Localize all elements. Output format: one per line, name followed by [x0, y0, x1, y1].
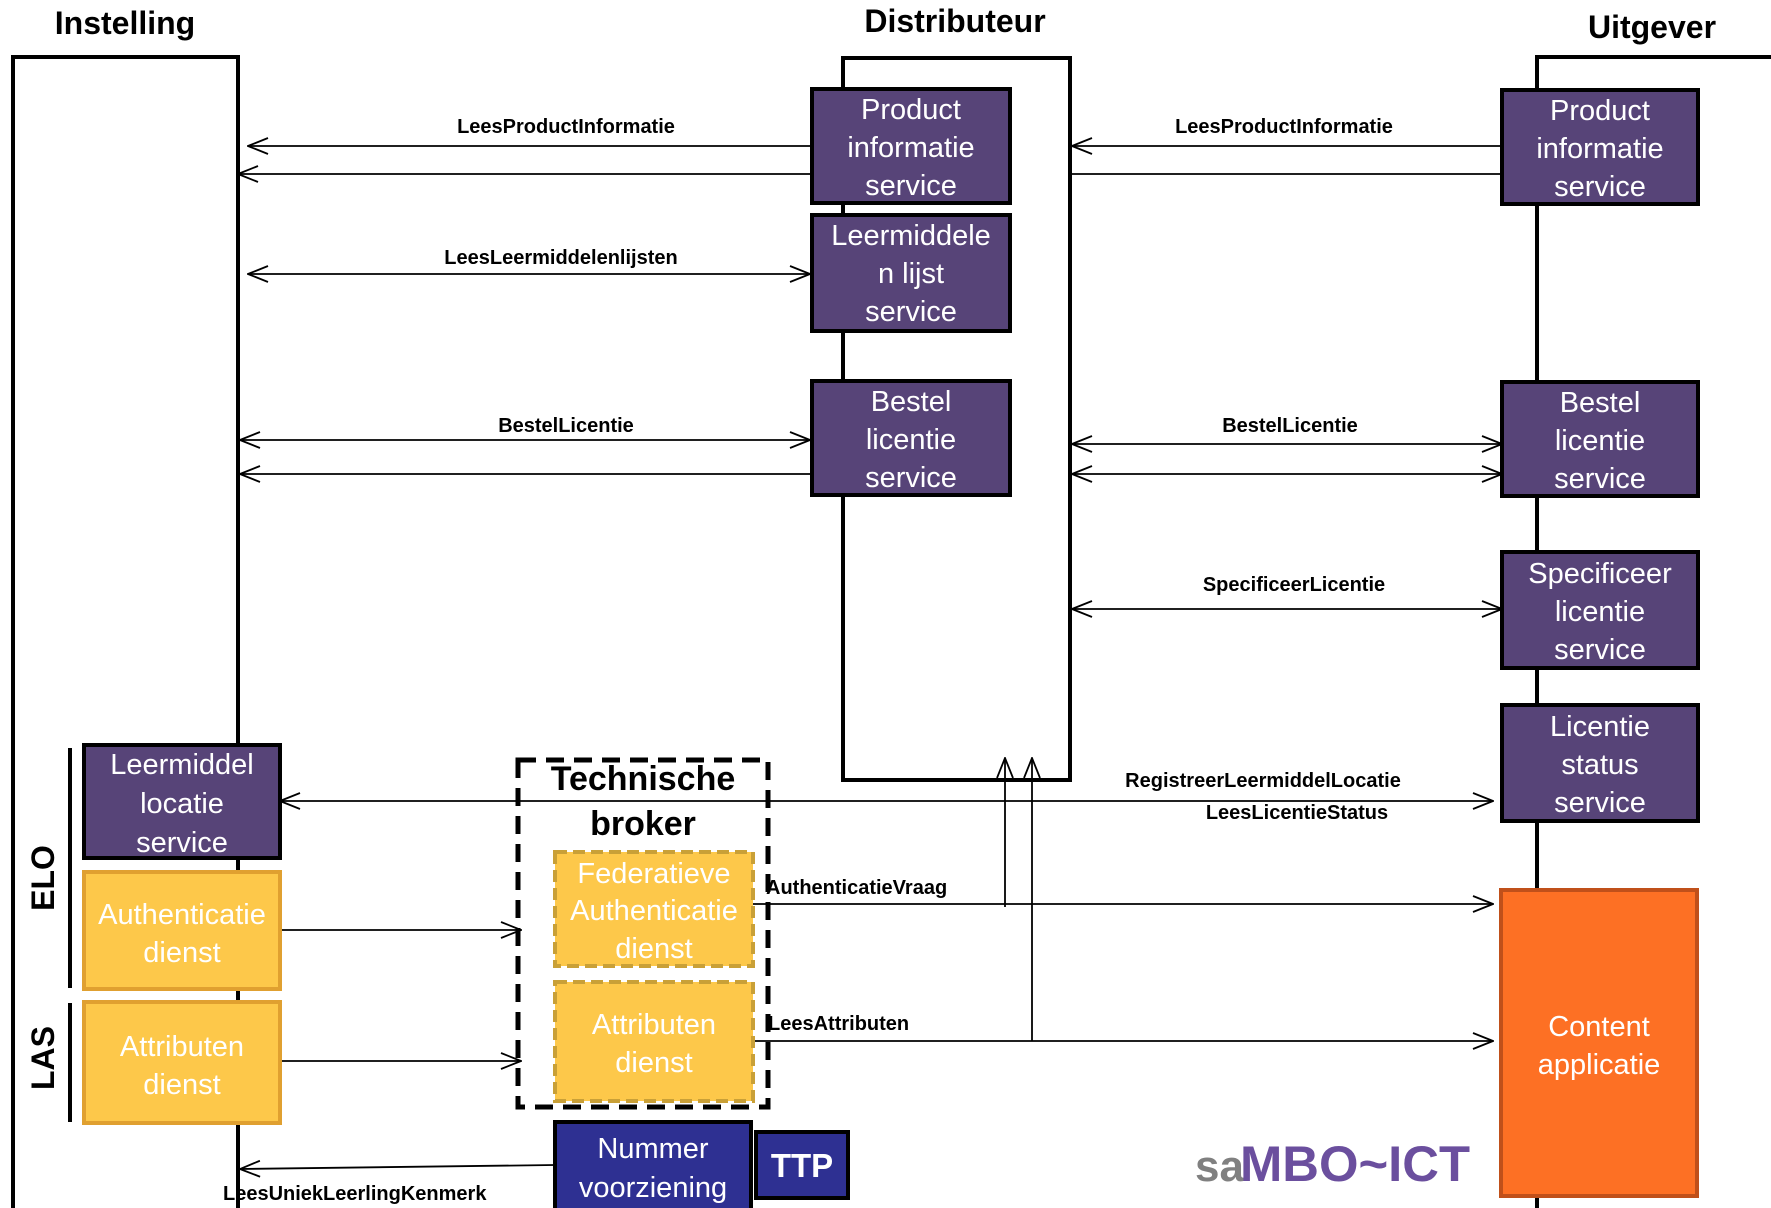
logo-prefix: sa — [1195, 1142, 1244, 1191]
box-text: informatie — [1536, 133, 1663, 165]
label-bestel-left: BestelLicentie — [498, 415, 634, 437]
box-text: dienst — [615, 933, 692, 965]
box-text: voorziening — [579, 1172, 727, 1204]
instelling-frame — [11, 55, 240, 1208]
uitg-bestel-licentie-service — [1500, 380, 1700, 498]
label-lees-product-left: LeesProductInformatie — [457, 116, 675, 138]
dist-leermiddelen-lijst-service — [810, 213, 1012, 333]
box-text: service — [136, 827, 228, 859]
box-text: service — [1554, 787, 1646, 819]
box-text: applicatie — [1538, 1049, 1661, 1081]
box-text: dienst — [143, 937, 220, 969]
box-text: licentie — [866, 424, 956, 456]
uitg-content-applicatie — [1499, 888, 1699, 1198]
box-text: dienst — [615, 1047, 692, 1079]
broker-attributen-dienst — [553, 980, 755, 1103]
technische-broker-title: Technische broker — [551, 760, 736, 843]
label-lees-product-right: LeesProductInformatie — [1175, 116, 1393, 138]
uitg-specificeer-licentie-service — [1500, 550, 1700, 670]
box-text: Attributen — [120, 1031, 244, 1063]
box-text: Specificeer — [1528, 558, 1672, 590]
inst-authenticatie-dienst — [82, 870, 282, 991]
arrow-lees-uniek — [240, 1165, 556, 1169]
box-text: informatie — [847, 132, 974, 164]
box-text: Licentie — [1550, 711, 1650, 743]
sambo-ict-logo: sa MBO~ICT — [1195, 1136, 1470, 1192]
ttp-box — [754, 1130, 850, 1200]
broker-federatieve-authenticatie-dienst — [553, 850, 755, 968]
label-lees-leermiddelenlijsten: LeesLeermiddelenlijsten — [444, 247, 677, 269]
inst-leermiddel-locatie-service — [82, 743, 282, 860]
box-text: licentie — [1555, 596, 1645, 628]
box-text: Leermiddel — [110, 749, 253, 781]
box-text: service — [865, 170, 957, 202]
box-text: dienst — [143, 1069, 220, 1101]
header-uitgever: Uitgever — [1588, 9, 1716, 45]
label-lees-uniek: LeesUniekLeerlingKenmerk — [223, 1183, 487, 1205]
box-text: Leermiddele — [831, 220, 991, 252]
box-text: service — [1554, 634, 1646, 666]
nummervoorziening — [553, 1120, 753, 1208]
label-specificeer: SpecificeerLicentie — [1203, 574, 1385, 596]
box-text: service — [1554, 463, 1646, 495]
box-text: Authenticatie — [98, 899, 266, 931]
box-text: service — [1554, 171, 1646, 203]
las-label: LAS — [25, 1026, 61, 1090]
label-lees-licentie-status: LeesLicentieStatus — [1206, 802, 1388, 824]
box-text: licentie — [1555, 425, 1645, 457]
dist-product-informatie-service — [810, 87, 1012, 205]
box-text: Product — [861, 94, 961, 126]
header-instelling: Instelling — [55, 5, 195, 41]
broker-title-line: Technische — [551, 760, 736, 798]
technische-broker-frame — [515, 757, 771, 1110]
broker-title-line: broker — [590, 805, 696, 843]
label-registreer: RegistreerLeermiddelLocatie — [1125, 770, 1401, 792]
box-text: Authenticatie — [570, 895, 738, 927]
elo-label: ELO — [25, 845, 61, 911]
box-text: n lijst — [878, 258, 944, 290]
box-text: locatie — [140, 788, 224, 820]
box-text: Product — [1550, 95, 1650, 127]
box-text: status — [1561, 749, 1638, 781]
box-text: service — [865, 462, 957, 494]
box-text: Attributen — [592, 1009, 716, 1041]
uitg-product-informatie-service — [1500, 88, 1700, 206]
dist-bestel-licentie-service — [810, 379, 1012, 497]
logo-main: MBO~ICT — [1240, 1136, 1470, 1192]
label-bestel-right: BestelLicentie — [1222, 415, 1358, 437]
header-distributeur: Distributeur — [864, 3, 1045, 39]
ttp-label: TTP — [771, 1147, 833, 1184]
box-text: Bestel — [871, 386, 952, 418]
label-authenticatie-vraag: AuthenticatieVraag — [766, 877, 947, 899]
box-text: Federatieve — [577, 858, 730, 890]
box-text: Nummer — [597, 1133, 709, 1165]
box-text: Content — [1548, 1011, 1650, 1043]
label-lees-attributen: LeesAttributen — [768, 1013, 909, 1035]
box-text: Bestel — [1560, 387, 1641, 419]
inst-attributen-dienst — [82, 1000, 282, 1125]
box-text: service — [865, 296, 957, 328]
uitg-licentie-status-service — [1500, 703, 1700, 823]
